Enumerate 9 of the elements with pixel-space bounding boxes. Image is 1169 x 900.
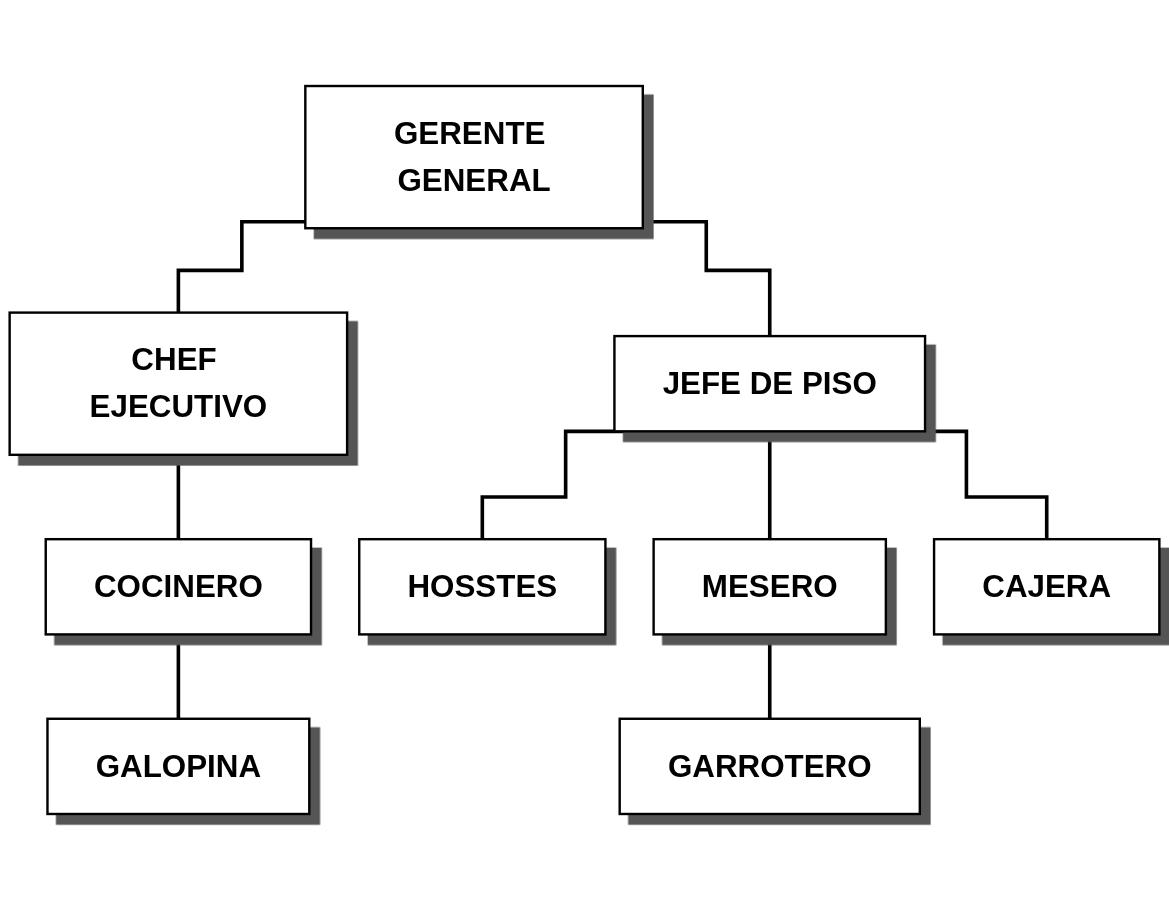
node-box: GARROTERO — [618, 717, 921, 816]
node-box: COCINERO — [44, 538, 313, 636]
node-box: MESERO — [652, 538, 888, 636]
node-box: GERENTE GENERAL — [304, 84, 644, 230]
node-box: CAJERA — [932, 538, 1161, 636]
node-box: HOSSTES — [358, 538, 607, 636]
node-box: CHEF EJECUTIVO — [8, 311, 349, 457]
node-box: JEFE DE PISO — [613, 334, 927, 433]
node-box: GALOPINA — [46, 717, 311, 816]
